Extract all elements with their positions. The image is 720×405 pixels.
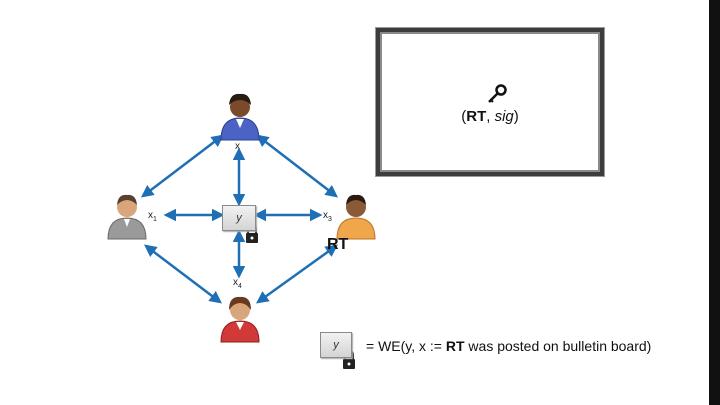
board-open-paren: (: [461, 108, 467, 125]
ciphertext-y-label: y: [236, 212, 242, 224]
arrow-top-left: [141, 134, 224, 198]
board-content: (RT, sig): [380, 108, 600, 125]
key-icon: [488, 84, 507, 103]
label-x-top: x: [235, 141, 240, 152]
formula-prefix: = WE(y, x :=: [366, 338, 446, 354]
board-rt: RT: [466, 108, 487, 125]
arrow-right-bottom: [255, 244, 339, 304]
legend-ciphertext-box: y: [320, 332, 352, 358]
label-x4: x4: [233, 277, 242, 290]
right-edge-bar: [709, 0, 720, 405]
arrow-left-bottom: [144, 244, 222, 304]
formula-suffix: was posted on bulletin board): [464, 338, 652, 354]
label-x3: x3: [323, 210, 332, 223]
board-separator: ,: [486, 108, 495, 125]
person-bottom-icon: [220, 296, 260, 343]
ciphertext-box: y: [222, 205, 256, 231]
person-top-icon: [220, 93, 260, 141]
label-x1: x1: [148, 210, 157, 223]
legend-y-label: y: [333, 339, 339, 351]
formula-rt: RT: [445, 338, 465, 354]
board-close-paren: ): [513, 108, 519, 125]
person-left-icon: [107, 194, 147, 240]
board-sig: sig: [494, 108, 514, 125]
rt-label: RT: [327, 236, 349, 253]
arrow-top-right: [256, 134, 338, 198]
we-formula: = WE(y, x := RT was posted on bulletin b…: [366, 338, 651, 354]
bulletin-board: (RT, sig): [376, 28, 604, 176]
person-right-icon: [336, 194, 376, 240]
